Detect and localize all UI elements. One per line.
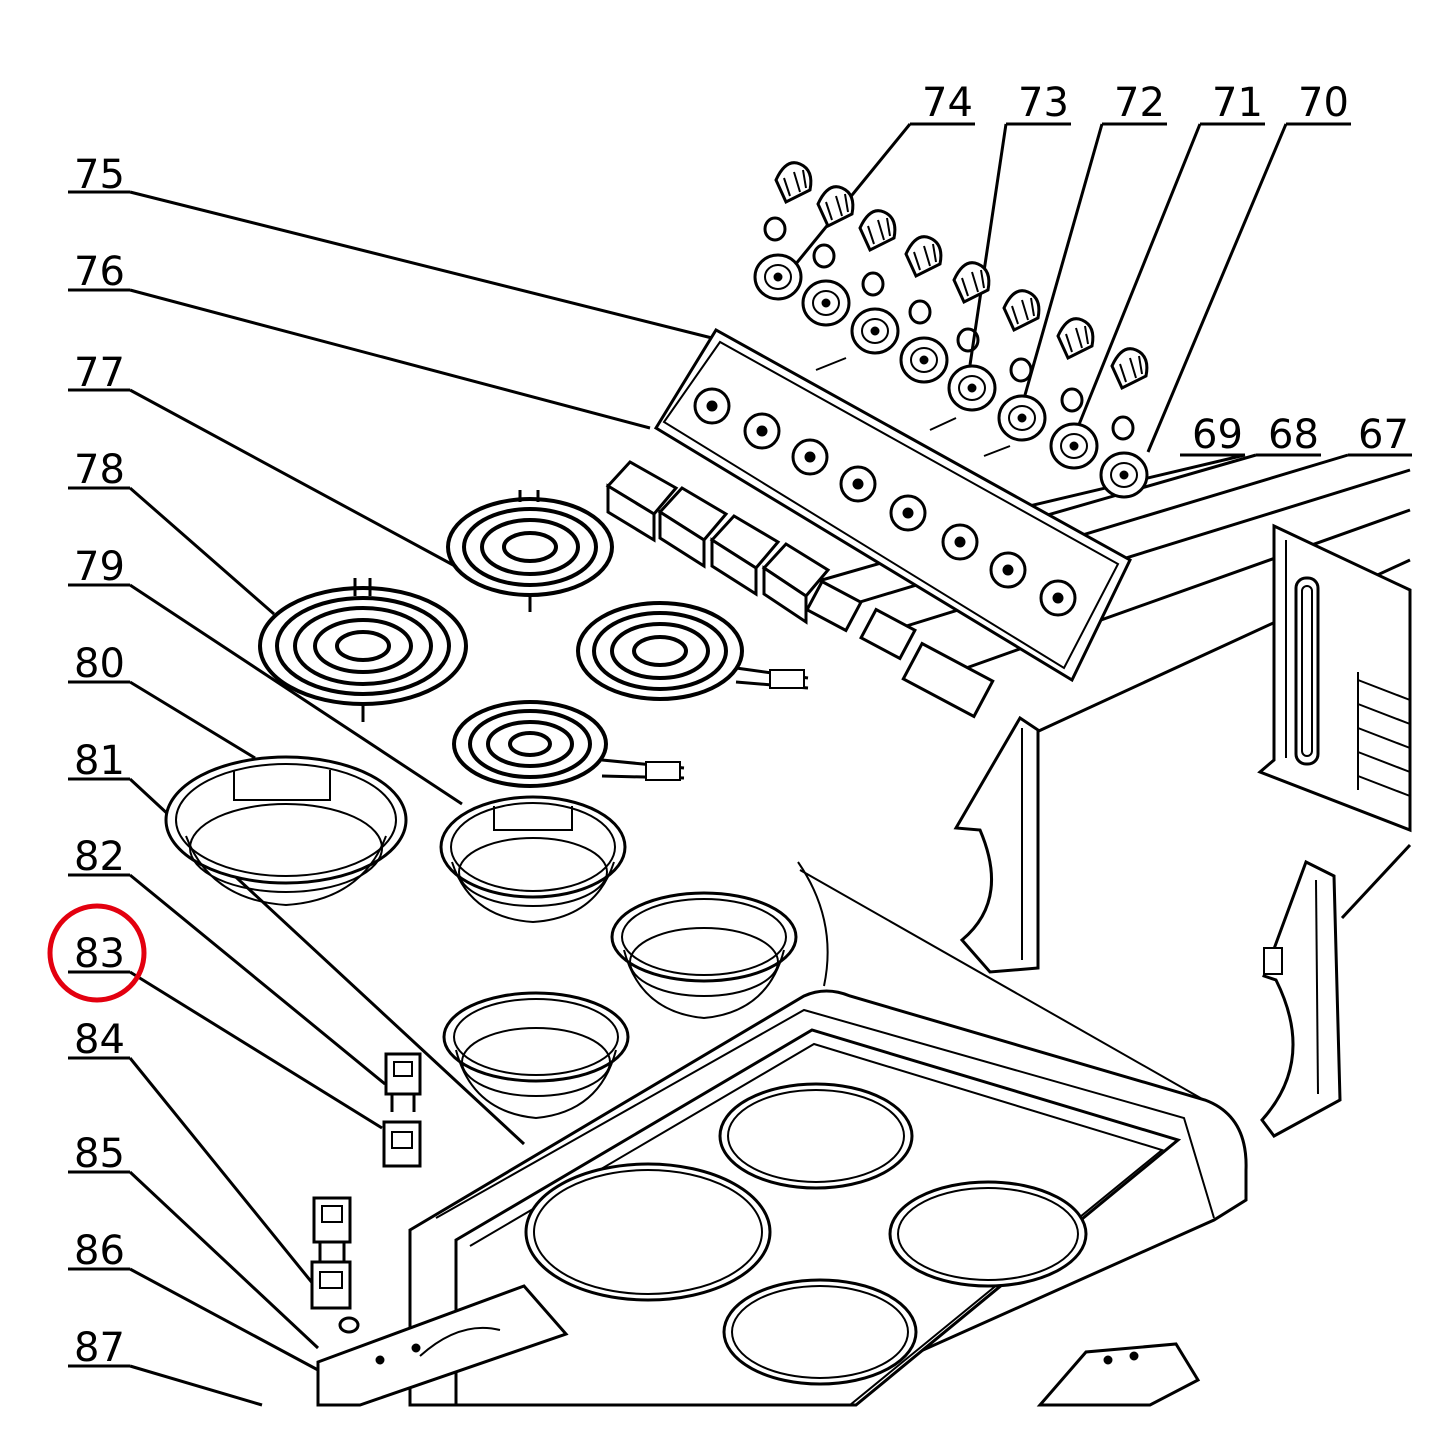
bezel-ring-icon bbox=[753, 253, 803, 301]
coil-element-front bbox=[452, 700, 685, 788]
callout-71[interactable]: 71 bbox=[1076, 80, 1265, 428]
callout-72[interactable]: 72 bbox=[1023, 80, 1167, 396]
knob-icon[interactable] bbox=[904, 235, 943, 279]
callout-81[interactable]: 81 bbox=[68, 738, 526, 1146]
callout-85[interactable]: 85 bbox=[68, 1131, 320, 1350]
drip-ring-medium-1 bbox=[439, 795, 627, 924]
cooktop-top-panel bbox=[408, 861, 1248, 1407]
bezel-ring-icon bbox=[850, 307, 900, 355]
callout-78-text: 78 bbox=[74, 447, 125, 493]
callout-75[interactable]: 75 bbox=[68, 152, 713, 340]
callout-68[interactable]: 68 bbox=[807, 412, 1321, 586]
knob-icon[interactable] bbox=[1002, 289, 1041, 333]
bezel-ring-icon bbox=[899, 336, 949, 384]
callout-81-text: 81 bbox=[74, 738, 125, 784]
callout-83[interactable]: 83 bbox=[68, 931, 383, 1130]
control-knobs bbox=[774, 161, 1149, 391]
callout-79-text: 79 bbox=[74, 544, 125, 590]
callout-68-text: 68 bbox=[1268, 412, 1319, 458]
drip-ring-large bbox=[164, 755, 408, 907]
callout-72-text: 72 bbox=[1114, 80, 1165, 126]
callout-70-text: 70 bbox=[1298, 80, 1349, 126]
callout-74[interactable]: 74 bbox=[793, 80, 975, 266]
callout-77[interactable]: 77 bbox=[68, 350, 456, 568]
bezel-ring-icon bbox=[997, 394, 1047, 442]
coil-element-right bbox=[576, 601, 809, 701]
callout-86-text: 86 bbox=[74, 1228, 125, 1274]
callout-80[interactable]: 80 bbox=[68, 641, 256, 760]
switch-housings bbox=[605, 460, 831, 625]
callout-73[interactable]: 73 bbox=[968, 80, 1071, 366]
callout-86[interactable]: 86 bbox=[68, 1228, 319, 1372]
terminal-block-83 bbox=[382, 1120, 422, 1168]
panel-switches bbox=[805, 579, 995, 719]
callout-83-text: 83 bbox=[74, 931, 125, 977]
bezel-ring-icon bbox=[1099, 451, 1149, 499]
knob-icon[interactable] bbox=[952, 261, 991, 305]
callout-80-text: 80 bbox=[74, 641, 125, 687]
callout-85-text: 85 bbox=[74, 1131, 125, 1177]
knob-icon[interactable] bbox=[1056, 317, 1095, 361]
coil-element-back-right bbox=[446, 490, 614, 612]
callout-78[interactable]: 78 bbox=[68, 447, 275, 616]
knob-spacers bbox=[763, 216, 1135, 441]
callout-83-highlight-ring bbox=[47, 903, 147, 1003]
control-panel bbox=[653, 327, 1132, 683]
callout-82-text: 82 bbox=[74, 834, 125, 880]
drip-ring-medium-2 bbox=[610, 891, 798, 1020]
callout-76[interactable]: 76 bbox=[68, 249, 651, 430]
callout-84-text: 84 bbox=[74, 1017, 125, 1063]
side-bracket-left bbox=[953, 715, 1040, 974]
knob-icon[interactable] bbox=[1110, 347, 1149, 391]
cooktop-burner-rings bbox=[524, 1082, 1088, 1386]
drip-ring-medium-3 bbox=[442, 991, 630, 1120]
front-rail bbox=[316, 1284, 569, 1407]
coil-element-large-left bbox=[258, 578, 468, 722]
knob-icon[interactable] bbox=[858, 209, 897, 253]
knob-icon[interactable] bbox=[816, 185, 855, 229]
left-callouts: 75 76 77 78 79 80 81 bbox=[68, 152, 713, 1407]
bezel-ring-icon bbox=[1049, 422, 1099, 470]
callout-67-text: 67 bbox=[1358, 412, 1409, 458]
bezel-ring-icon bbox=[801, 279, 851, 327]
side-bracket-right bbox=[1260, 859, 1342, 1138]
callout-70[interactable]: 70 bbox=[1146, 80, 1351, 453]
knob-bezels bbox=[753, 253, 1149, 499]
callout-73-text: 73 bbox=[1018, 80, 1069, 126]
rear-cover bbox=[1257, 523, 1412, 833]
callout-69-text: 69 bbox=[1192, 412, 1243, 458]
callout-76-text: 76 bbox=[74, 249, 125, 295]
callout-84[interactable]: 84 bbox=[68, 1017, 320, 1291]
callout-71-text: 71 bbox=[1212, 80, 1263, 126]
terminal-block-84 bbox=[310, 1196, 352, 1310]
callout-82[interactable]: 82 bbox=[68, 834, 386, 1086]
knob-icon[interactable] bbox=[774, 161, 813, 205]
rear-bracket-bottom bbox=[1036, 1342, 1201, 1407]
panel-screws bbox=[815, 357, 1011, 457]
callout-87-text: 87 bbox=[74, 1325, 125, 1371]
callout-74-text: 74 bbox=[922, 80, 973, 126]
grommet-icon bbox=[338, 1316, 360, 1334]
callout-75-text: 75 bbox=[74, 152, 125, 198]
callout-87[interactable]: 87 bbox=[68, 1325, 263, 1407]
terminal-block-82 bbox=[384, 1052, 422, 1112]
callout-79[interactable]: 79 bbox=[68, 544, 463, 806]
callout-77-text: 77 bbox=[74, 350, 125, 396]
bezel-ring-icon bbox=[947, 364, 997, 412]
panel-dials bbox=[693, 387, 1077, 617]
